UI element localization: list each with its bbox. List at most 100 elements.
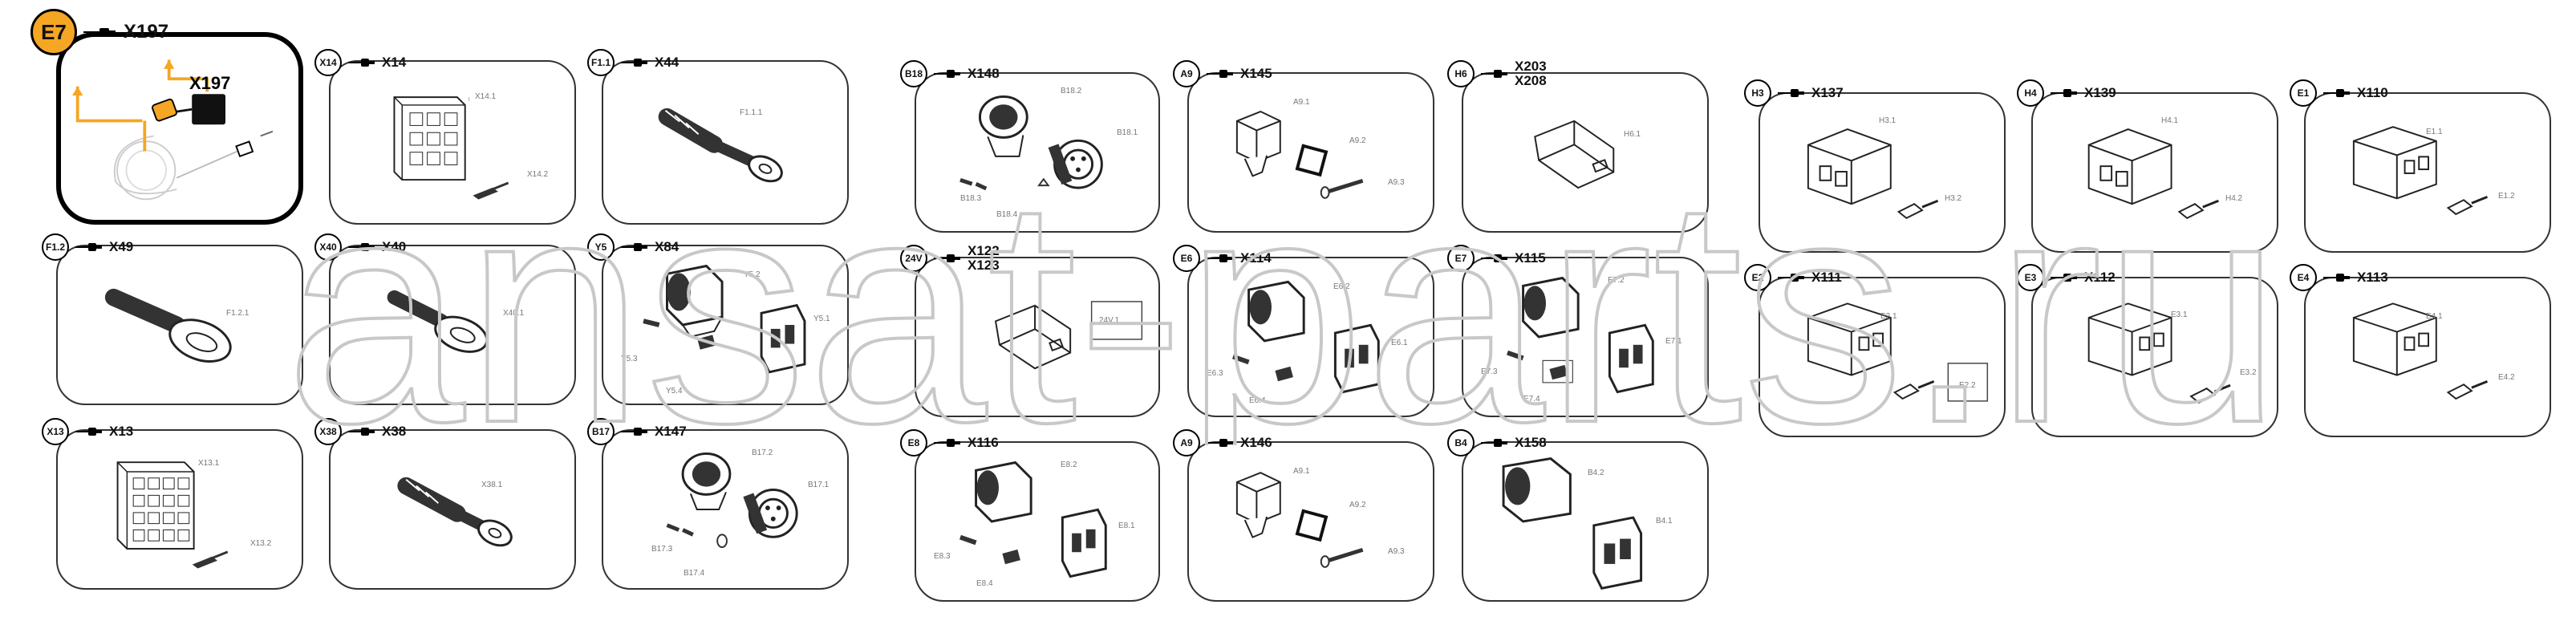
connector-card-x40[interactable]: X40.1 [329, 245, 576, 405]
connector-card-x148[interactable]: B18.2 B18.1 B18.3 B18.4 [915, 72, 1160, 233]
x122-connector-art [994, 301, 1143, 370]
label-b4-2: B4.2 [1588, 469, 1604, 477]
connector-card-x147[interactable]: B17.2 B17.1 B17.3 B17.4 [602, 429, 849, 590]
x49-terminal-art [104, 288, 232, 363]
connector-card-x44[interactable]: F1.1.1 [602, 60, 849, 225]
header-x38: X38 X38 [314, 417, 406, 446]
label-b17-4: B17.4 [684, 569, 705, 578]
code-x139: X139 [2084, 85, 2116, 100]
header-x122: 24V X122 X123 [900, 244, 1000, 273]
label-e1-2: E1.2 [2498, 192, 2515, 201]
label-x14-2: X14.2 [527, 170, 549, 179]
badge-x38[interactable]: X38 [314, 418, 342, 445]
badge-e4[interactable]: E4 [2290, 264, 2317, 291]
x203-connector-art [1534, 120, 1615, 189]
label-24v-1: 24V.1 [1099, 316, 1120, 325]
label-b4-1: B4.1 [1656, 517, 1673, 525]
badge-x13[interactable]: X13 [42, 418, 69, 445]
badge-a9[interactable]: A9 [1173, 60, 1200, 87]
badge-h3[interactable]: H3 [1744, 79, 1771, 107]
badge-b18[interactable]: B18 [900, 60, 927, 87]
code-x208: X208 [1515, 73, 1547, 88]
header-x13: X13 X13 [42, 417, 133, 446]
badge-e2[interactable]: E2 [1744, 264, 1771, 291]
label-e7-1: E7.1 [1665, 337, 1682, 346]
connector-card-x84[interactable]: Y5.2 Y5.1 Y5.3 Y5.4 [602, 245, 849, 405]
connector-icon [1778, 274, 1804, 282]
label-e2-1: E2.1 [1880, 312, 1897, 321]
header-x14: X14 X14 [314, 48, 406, 77]
label-e8-1: E8.1 [1118, 521, 1135, 530]
connector-icon [1207, 439, 1233, 447]
header-x114: E6 X114 [1173, 244, 1272, 273]
label-b17-3: B17.3 [651, 545, 673, 554]
x13-connector-art [116, 461, 229, 569]
label-e3-2: E3.2 [2240, 368, 2257, 377]
header-x115: E7 X115 [1447, 244, 1546, 273]
label-e4-2: E4.2 [2498, 373, 2515, 382]
connector-icon [1778, 89, 1804, 97]
header-x110: E1 X110 [2290, 79, 2388, 108]
connector-card-x114[interactable]: E6.2 E6.1 E6.3 E6.4 [1187, 257, 1434, 417]
connector-card-x113[interactable]: E4.1 E4.2 [2304, 277, 2551, 437]
badge-e6[interactable]: E6 [1173, 245, 1200, 272]
connector-card-x115[interactable]: E7.2 E7.1 E7.3 E7.4 [1462, 257, 1709, 417]
connector-icon [1207, 70, 1233, 78]
x38-terminal-art [397, 477, 513, 547]
x197-callout-label: X197 [189, 73, 231, 93]
badge-h6[interactable]: H6 [1447, 60, 1475, 87]
header-x203: H6 X203 X208 [1447, 59, 1547, 88]
connector-icon [621, 59, 647, 67]
header-x116: E8 X116 [900, 428, 999, 457]
connector-card-x137[interactable]: H3.1 H3.2 [1759, 92, 2006, 253]
badge-x40[interactable]: X40 [314, 233, 342, 261]
connector-card-x158[interactable]: B4.2 B4.1 [1462, 441, 1709, 602]
connector-card-x145[interactable]: A9.1 A9.2 A9.3 [1187, 72, 1434, 233]
connector-card-x146[interactable]: A9.1 A9.2 A9.3 [1187, 441, 1434, 602]
label-y5-3: Y5.3 [621, 355, 638, 363]
connector-card-x197[interactable]: X197 [56, 32, 303, 225]
badge-e8[interactable]: E8 [900, 429, 927, 456]
badge-x14[interactable]: X14 [314, 49, 342, 76]
label-h4-2: H4.2 [2225, 194, 2243, 203]
connector-card-x110[interactable]: E1.1 E1.2 [2304, 92, 2551, 253]
label-e8-2: E8.2 [1061, 461, 1077, 469]
x44-terminal-art [658, 108, 783, 183]
badge-e3[interactable]: E3 [2017, 264, 2044, 291]
badge-y5[interactable]: Y5 [587, 233, 615, 261]
badge-e7[interactable]: E7 [30, 9, 77, 55]
badge-24v[interactable]: 24V [900, 245, 927, 272]
connector-card-x13[interactable]: X13.1 X13.2 [56, 429, 303, 590]
badge-a9-b[interactable]: A9 [1173, 429, 1200, 456]
connector-card-x112[interactable]: E3.1 E3.2 [2031, 277, 2278, 437]
badge-e7-small[interactable]: E7 [1447, 245, 1475, 272]
x147-connector-art [666, 452, 798, 549]
badge-b17[interactable]: B17 [587, 418, 615, 445]
connector-card-x116[interactable]: E8.2 E8.1 E8.3 E8.4 [915, 441, 1160, 602]
code-x114: X114 [1240, 250, 1272, 266]
connector-card-x49[interactable]: F1.2.1 [56, 245, 303, 405]
code-x110: X110 [2357, 85, 2388, 100]
label-h3-1: H3.1 [1879, 116, 1897, 125]
code-x13: X13 [109, 424, 134, 439]
badge-f1-1[interactable]: F1.1 [587, 49, 615, 76]
connector-card-x14[interactable]: X14.1 X14.2 [329, 60, 576, 225]
badge-h4[interactable]: H4 [2017, 79, 2044, 107]
badge-b4[interactable]: B4 [1447, 429, 1475, 456]
header-x158: B4 X158 [1447, 428, 1547, 457]
connector-card-x122[interactable]: 24V.1 [915, 257, 1160, 417]
code-x115: X115 [1515, 250, 1546, 266]
connector-card-x38[interactable]: X38.1 [329, 429, 576, 590]
connector-icon [75, 243, 102, 251]
header-x145: A9 X145 [1173, 59, 1272, 88]
connector-card-x203[interactable]: H6.1 [1462, 72, 1709, 233]
label-h3-2: H3.2 [1945, 194, 1962, 203]
badge-e1[interactable]: E1 [2290, 79, 2317, 107]
connector-icon [348, 59, 375, 67]
badge-f1-2[interactable]: F1.2 [42, 233, 69, 261]
connector-card-x111[interactable]: E2.1 E2.2 [1759, 277, 2006, 437]
header-x139: H4 X139 [2017, 79, 2116, 108]
code-x40: X40 [382, 239, 407, 254]
connector-card-x139[interactable]: H4.1 H4.2 [2031, 92, 2278, 253]
code-x116: X116 [968, 435, 999, 450]
